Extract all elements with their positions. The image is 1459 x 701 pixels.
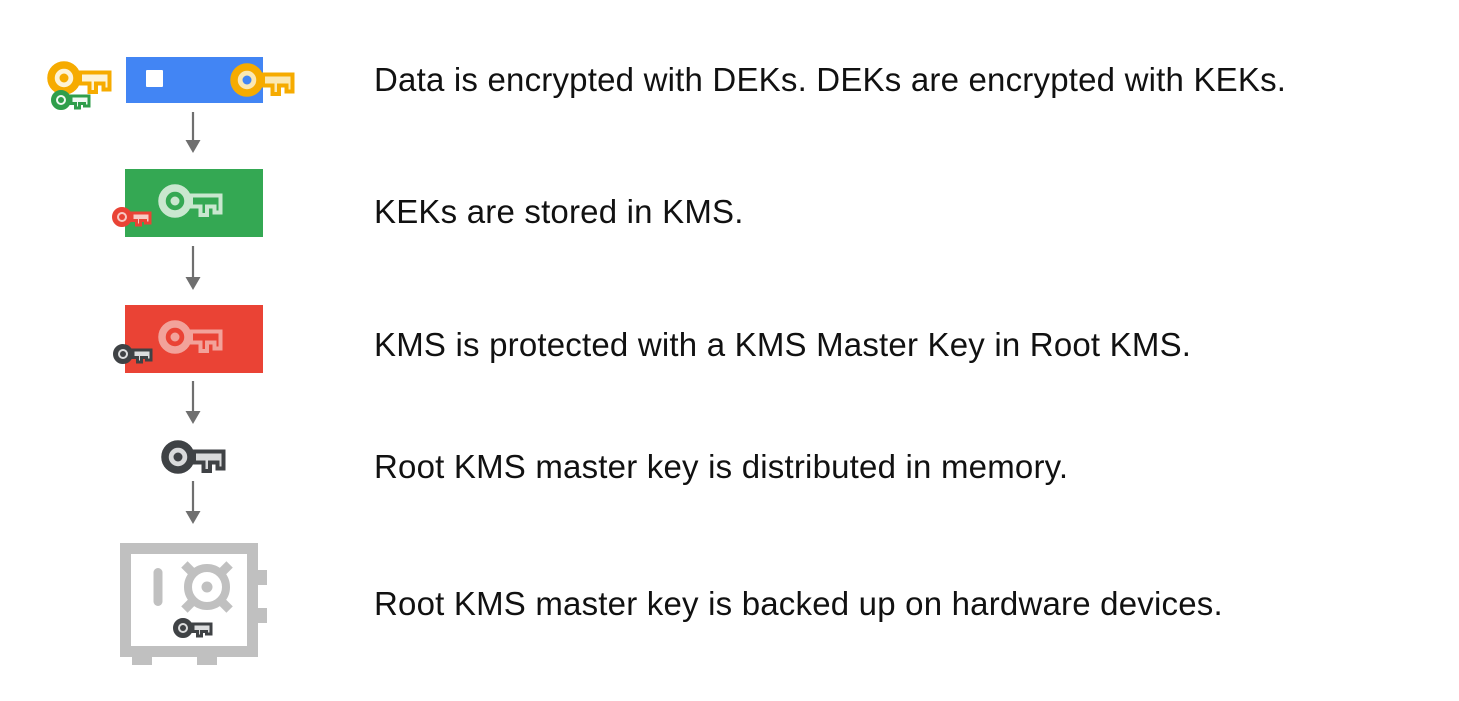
step-1-text: Data is encrypted with DEKs. DEKs are en…	[374, 61, 1287, 98]
step-4-text: Root KMS master key is distributed in me…	[374, 448, 1069, 485]
kms-box-icon	[114, 169, 263, 237]
safe-handle	[153, 568, 163, 606]
down-arrow	[185, 381, 201, 424]
safe-hinge	[258, 570, 267, 585]
step-5-text: Root KMS master key is backed up on hard…	[374, 585, 1223, 622]
encrypted-data-block-icon	[126, 57, 293, 103]
data-bit-square	[146, 70, 163, 87]
dek-green-key-icon	[53, 92, 89, 108]
dek-yellow-key-on-block-icon	[234, 67, 293, 94]
key-hierarchy-artwork	[51, 57, 293, 665]
kek-yellow-key-icon	[51, 65, 110, 92]
down-arrow	[185, 481, 201, 524]
step-2-text: KEKs are stored in KMS.	[374, 193, 744, 230]
down-arrow	[185, 246, 201, 290]
safe-dial	[181, 561, 233, 613]
safe-hinge	[258, 608, 267, 623]
root-kms-box-icon	[115, 305, 263, 373]
step-3-text: KMS is protected with a KMS Master Key i…	[374, 326, 1192, 363]
hardware-safe-icon	[120, 543, 267, 665]
root-kms-master-key-icon	[165, 444, 224, 471]
dek-kek-keys-icon	[51, 65, 110, 108]
down-arrow	[185, 112, 201, 153]
